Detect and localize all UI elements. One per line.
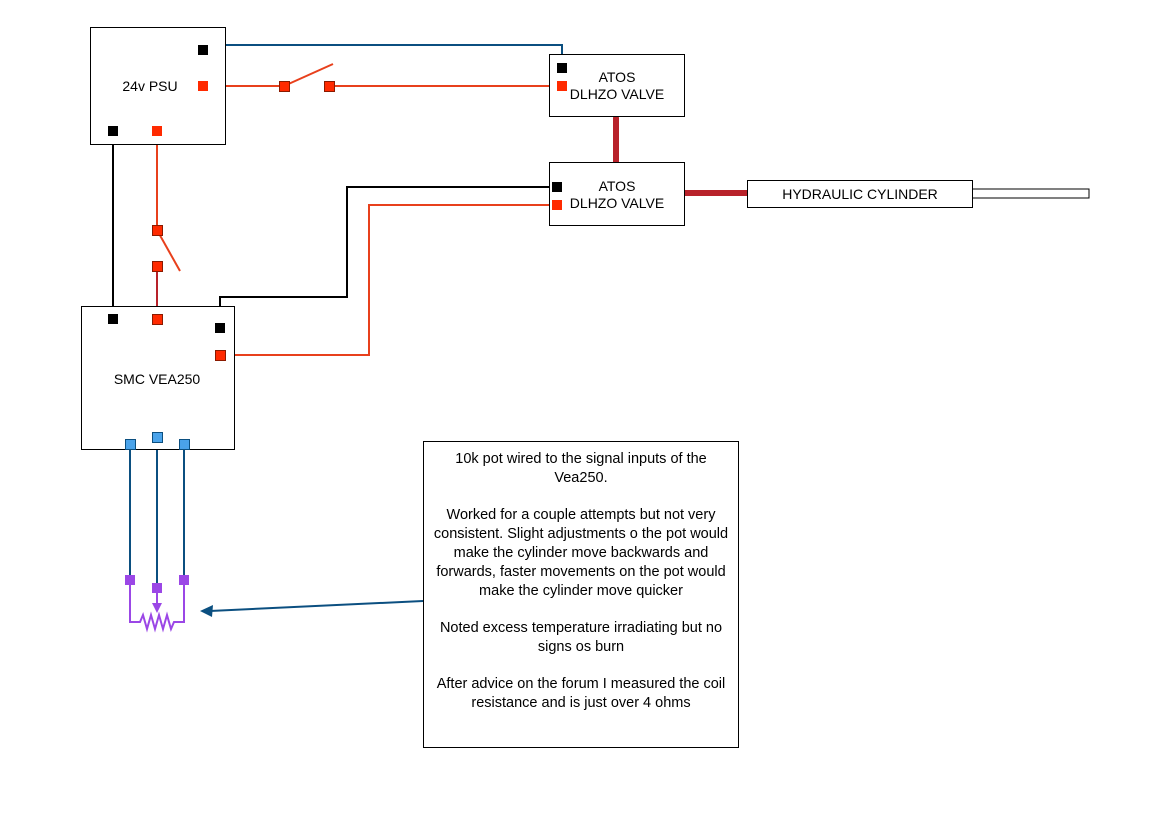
pot-pin-wiper[interactable] bbox=[152, 583, 162, 593]
switch2-pin-b[interactable] bbox=[152, 261, 163, 272]
switch1-pin-b[interactable] bbox=[324, 81, 335, 92]
switch-lever-top bbox=[283, 63, 334, 87]
valve-b-box[interactable] bbox=[549, 162, 685, 226]
valve-b-pin-red[interactable] bbox=[552, 200, 562, 210]
valve-a-label: ATOS DLHZO VALVE bbox=[555, 69, 679, 103]
valve-b-label-line2: DLHZO VALVE bbox=[569, 195, 665, 211]
valve-b-label: ATOS DLHZO VALVE bbox=[555, 178, 679, 212]
controller-pin-black-top[interactable] bbox=[108, 314, 118, 324]
switch2-pin-a[interactable] bbox=[152, 225, 163, 236]
note-paragraph-1: 10k pot wired to the signal inputs of th… bbox=[455, 451, 707, 486]
controller-pin-red-right[interactable] bbox=[215, 350, 226, 361]
switch-lever-left bbox=[156, 229, 181, 272]
external-pot-wiper-arrow-icon bbox=[152, 603, 162, 613]
psu-pin-blue-out[interactable] bbox=[198, 45, 208, 55]
controller-pin-black-right[interactable] bbox=[215, 323, 225, 333]
note-paragraph-4: After advice on the forum I measured the… bbox=[436, 676, 726, 711]
controller-pin-signal-2[interactable] bbox=[152, 432, 163, 443]
pot-pin-3[interactable] bbox=[179, 575, 189, 585]
valve-a-pin-red[interactable] bbox=[557, 81, 567, 91]
note-arrow-line bbox=[209, 600, 424, 612]
wire-psu-to-valve-a-blue bbox=[203, 44, 563, 68]
valve-a-label-line1: ATOS bbox=[598, 69, 636, 85]
psu-pin-black-bottom[interactable] bbox=[108, 126, 118, 136]
controller-pin-red-top[interactable] bbox=[152, 314, 163, 325]
valve-b-pin-black[interactable] bbox=[552, 182, 562, 192]
note-box: 10k pot wired to the signal inputs of th… bbox=[423, 441, 739, 748]
controller-box[interactable] bbox=[81, 306, 235, 450]
cylinder-rod bbox=[971, 188, 1090, 199]
note-paragraph-2: Worked for a couple attempts but not ver… bbox=[433, 507, 729, 599]
pot-pin-1[interactable] bbox=[125, 575, 135, 585]
psu-pin-red-bottom[interactable] bbox=[152, 126, 162, 136]
wire-controller-to-valve-b-black bbox=[219, 186, 557, 328]
wire-controller-to-valve-b-red bbox=[220, 204, 557, 356]
controller-pin-signal-1[interactable] bbox=[125, 439, 136, 450]
valve-a-pin-black[interactable] bbox=[557, 63, 567, 73]
valve-a-label-line2: DLHZO VALVE bbox=[569, 86, 665, 102]
cylinder-box[interactable] bbox=[747, 180, 973, 208]
note-paragraph-3: Noted excess temperature irradiating but… bbox=[439, 620, 723, 655]
psu-label: 24v PSU bbox=[122, 78, 178, 94]
cylinder-label: HYDRAULIC CYLINDER bbox=[782, 186, 938, 202]
controller-label: SMC VEA250 bbox=[113, 371, 201, 387]
psu-pin-red-out[interactable] bbox=[198, 81, 208, 91]
switch1-pin-a[interactable] bbox=[279, 81, 290, 92]
note-arrow-head-icon bbox=[200, 605, 213, 617]
valve-b-label-line1: ATOS bbox=[598, 178, 636, 194]
valve-a-box[interactable] bbox=[549, 54, 685, 117]
controller-pin-signal-3[interactable] bbox=[179, 439, 190, 450]
